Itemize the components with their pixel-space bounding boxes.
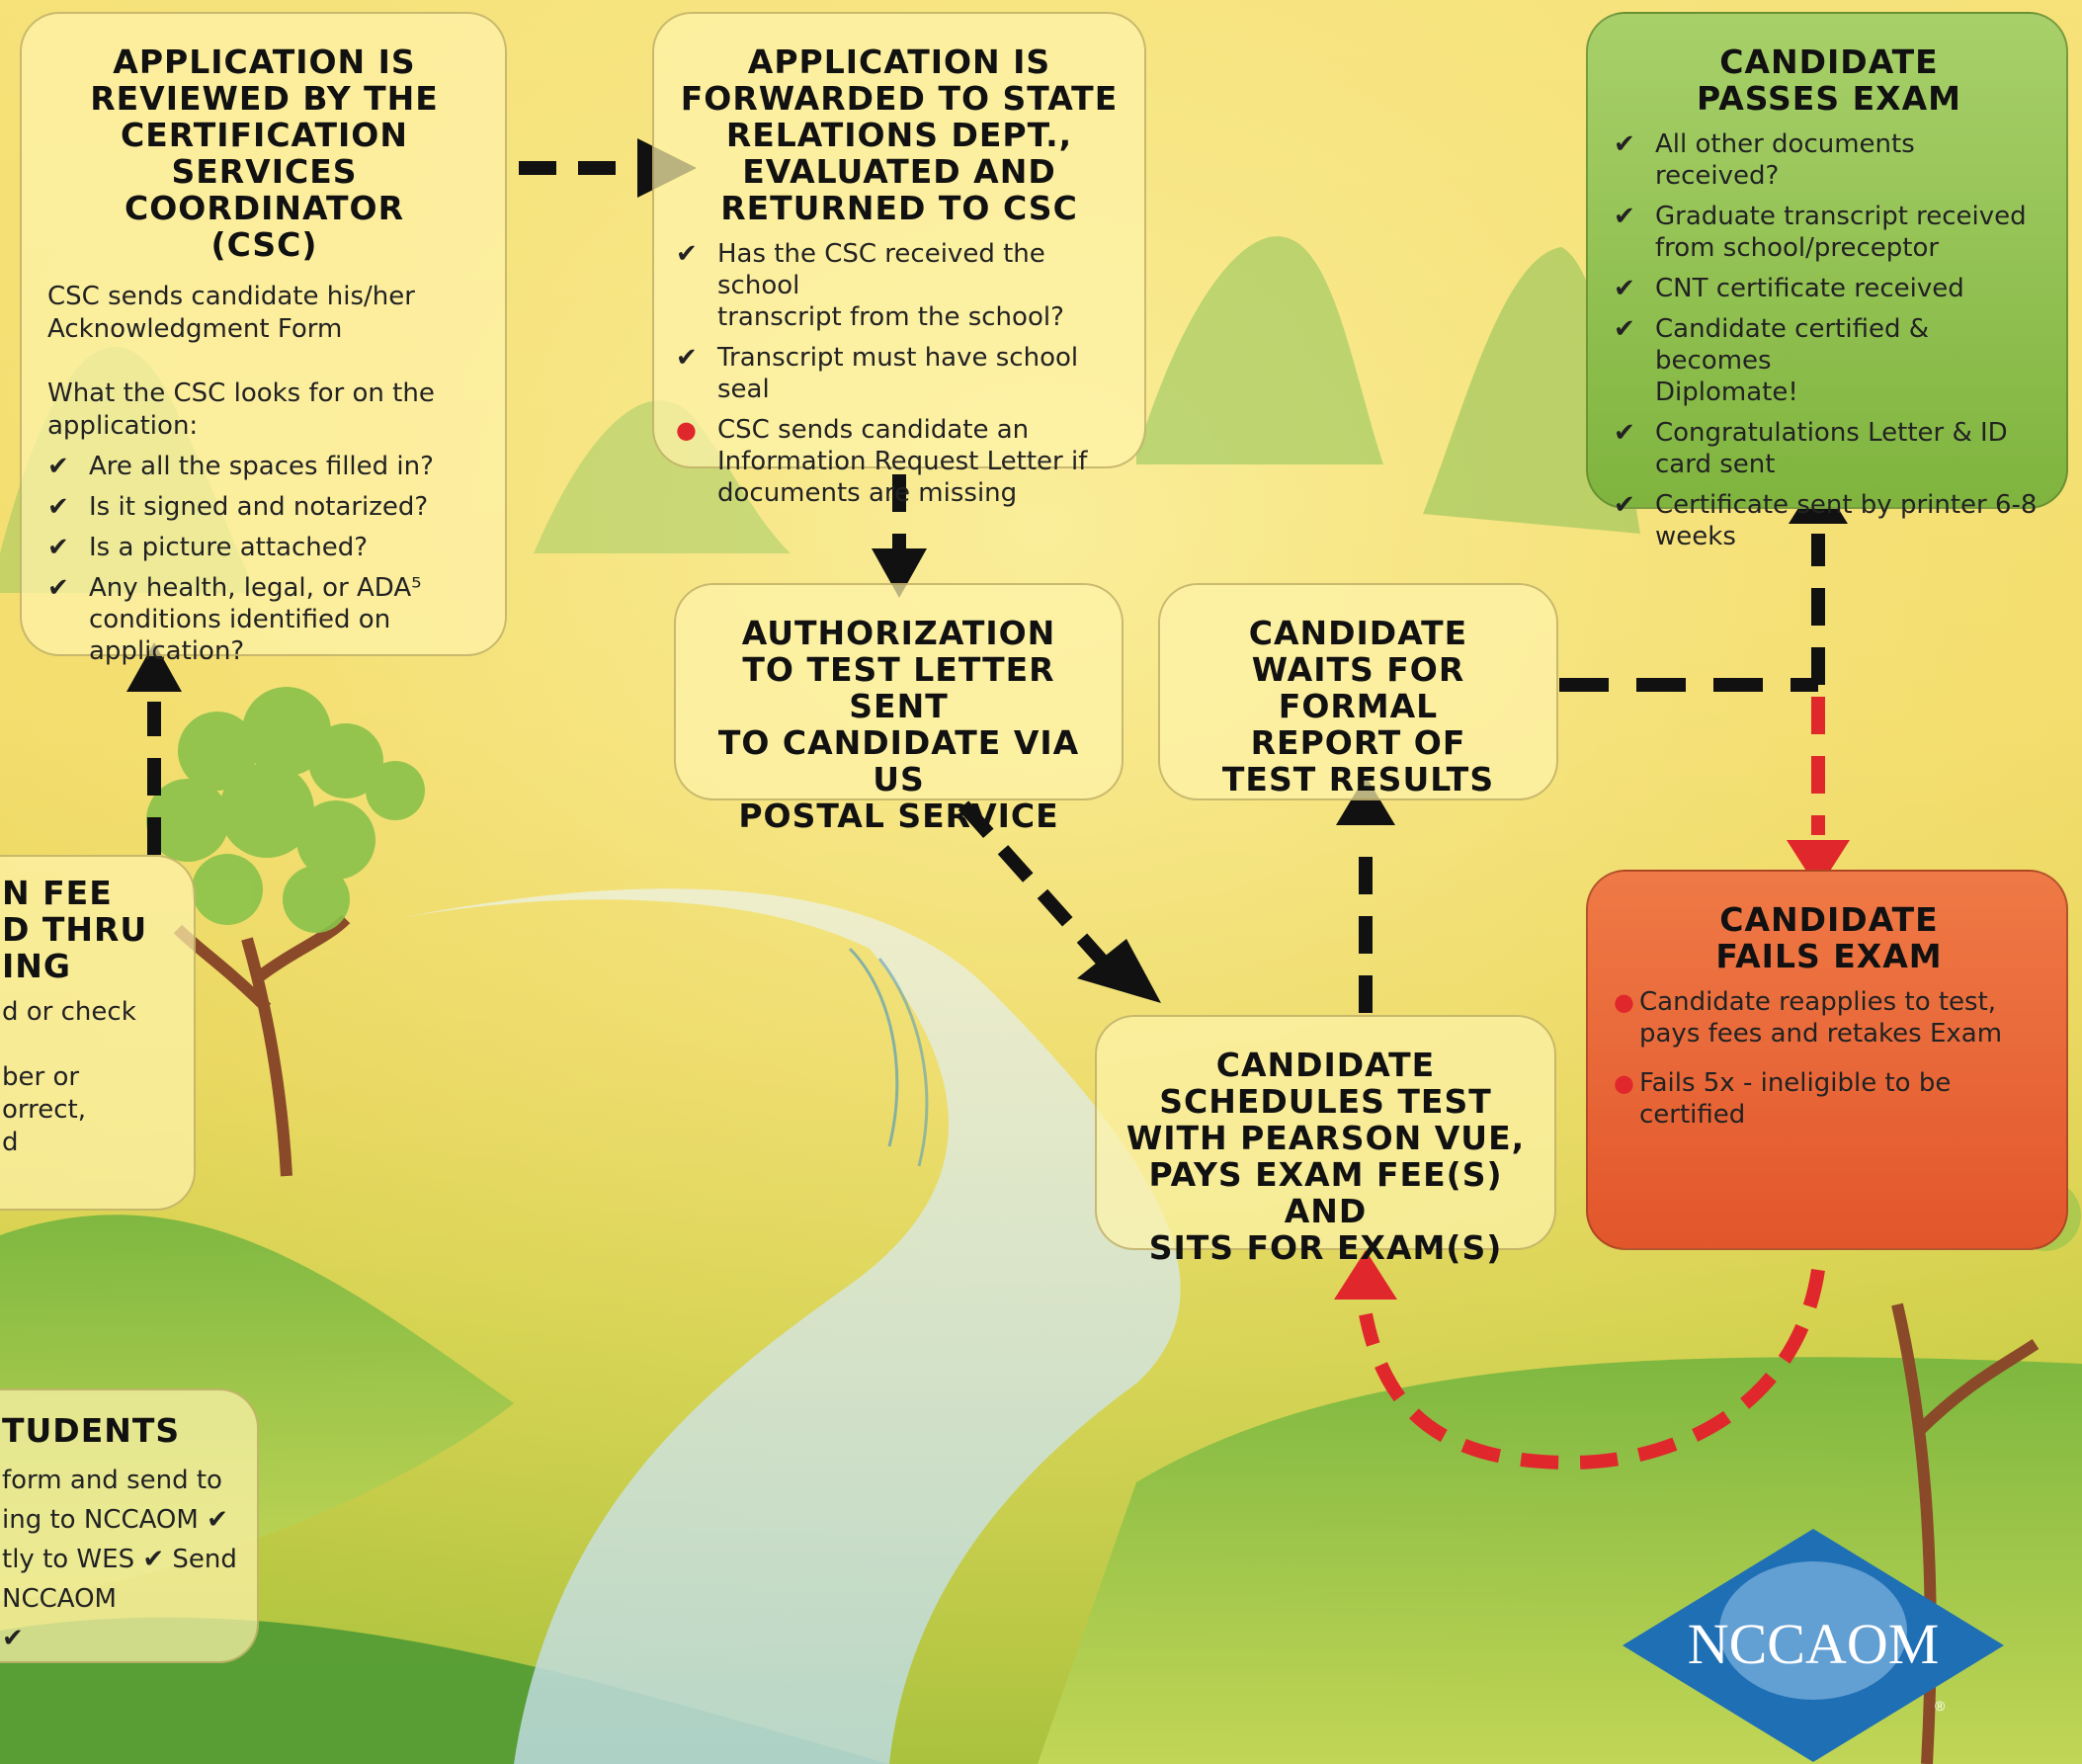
students-text-line: tly to WES ✔ Send xyxy=(2,1545,237,1574)
fee-text-line: d xyxy=(2,1128,19,1157)
checklist-item: ✔All other documents received? xyxy=(1614,129,1915,191)
alert-item: ●CSC sends candidate an Information Requ… xyxy=(676,415,1088,508)
check-icon: ✔ xyxy=(47,452,69,481)
step-csc-review-paragraph: CSC sends candidate his/her Acknowledgme… xyxy=(47,282,415,344)
red-dot-icon: ● xyxy=(676,416,697,444)
alert-item: ●Fails 5x - ineligible to be certified xyxy=(1614,1068,1952,1130)
step-candidate-fails-title: CANDIDATE FAILS EXAM xyxy=(1715,900,1943,975)
checklist-item: ✔Is it signed and notarized? xyxy=(47,492,429,522)
check-icon: ✔ xyxy=(676,343,698,373)
fee-text-line: orrect, xyxy=(2,1095,87,1125)
step-application-fee: N FEE D THRU ING d or check ber or orrec… xyxy=(0,855,196,1211)
step-foreign-students-body: form and send to ing to NCCAOM ✔ tly to … xyxy=(2,1461,241,1658)
step-foreign-students: TUDENTS form and send to ing to NCCAOM ✔… xyxy=(0,1388,259,1663)
step-foreign-students-title: TUDENTS xyxy=(2,1411,181,1450)
fee-text-line: d or check xyxy=(2,997,136,1027)
step-csc-review-checklist: ✔Are all the spaces filled in? ✔Is it si… xyxy=(47,451,481,667)
checklist-item: ✔Graduate transcript received from schoo… xyxy=(1614,202,2027,263)
step-candidate-schedules-title: CANDIDATE SCHEDULES TEST WITH PEARSON VU… xyxy=(1125,1046,1526,1267)
arrowhead-state-to-authorization xyxy=(872,548,927,598)
registered-mark: ® xyxy=(1935,1698,1946,1714)
checklist-item: ✔Has the CSC received the school transcr… xyxy=(676,239,1064,332)
nccaom-logo-diamond: NCCAOM ® xyxy=(1623,1529,2004,1762)
nccaom-logo-text: NCCAOM xyxy=(1688,1612,1940,1676)
step-candidate-fails-list: ●Candidate reapplies to test, pays fees … xyxy=(1614,986,2044,1131)
check-icon: ✔ xyxy=(1614,490,1635,520)
students-text-line: NCCAOM xyxy=(2,1584,117,1614)
step-candidate-schedules: CANDIDATE SCHEDULES TEST WITH PEARSON VU… xyxy=(1095,1015,1556,1266)
step-application-fee-body: d or check ber or orrect, d xyxy=(2,996,178,1159)
checklist-item: ✔Is a picture attached? xyxy=(47,533,369,562)
arrowhead-schedules-to-waits xyxy=(1336,776,1395,825)
fee-text-line xyxy=(2,1029,178,1061)
alert-item: ●Candidate reapplies to test, pays fees … xyxy=(1614,987,2003,1049)
step-authorization-letter-title: AUTHORIZATION TO TEST LETTER SENT TO CAN… xyxy=(717,614,1080,835)
step-application-fee-title: N FEE D THRU ING xyxy=(2,874,148,985)
check-icon: ✔ xyxy=(47,533,69,562)
step-csc-review-body: CSC sends candidate his/her Acknowledgme… xyxy=(47,281,481,667)
arrow-fails-to-schedules xyxy=(1359,1268,1825,1470)
step-candidate-fails: CANDIDATE FAILS EXAM ●Candidate reapplie… xyxy=(1586,870,2068,1250)
step-authorization-letter: AUTHORIZATION TO TEST LETTER SENT TO CAN… xyxy=(674,583,1124,834)
checklist-item: ✔Any health, legal, or ADA⁵ conditions i… xyxy=(47,573,422,666)
checklist-item: ✔Certificate sent by printer 6-8 weeks xyxy=(1614,490,2038,551)
step-candidate-passes: CANDIDATE PASSES EXAM ✔All other documen… xyxy=(1586,12,2068,551)
red-dot-icon: ● xyxy=(1614,1069,1634,1097)
arrowhead-junction-to-fails xyxy=(1787,840,1850,889)
check-icon: ✔ xyxy=(47,492,69,522)
arrowhead-fee-to-csc xyxy=(126,642,182,692)
step-csc-review: APPLICATION IS REVIEWED BY THE CERTIFICA… xyxy=(20,12,507,666)
checklist-item: ✔Are all the spaces filled in? xyxy=(47,452,434,481)
arrow-authorization-to-schedules xyxy=(958,800,1111,968)
students-text-line: form and send to xyxy=(2,1466,222,1495)
step-candidate-waits-title: CANDIDATE WAITS FOR FORMAL REPORT OF TES… xyxy=(1221,614,1495,798)
check-icon: ✔ xyxy=(1614,202,1635,231)
step-state-relations: APPLICATION IS FORWARDED TO STATE RELATI… xyxy=(652,12,1146,508)
step-candidate-passes-title: CANDIDATE PASSES EXAM xyxy=(1697,42,1961,118)
check-icon: ✔ xyxy=(47,573,69,603)
step-csc-review-criteria-intro: What the CSC looks for on the applicatio… xyxy=(47,378,435,441)
checklist-item: ✔Congratulations Letter & ID card sent xyxy=(1614,418,2008,479)
step-state-relations-title: APPLICATION IS FORWARDED TO STATE RELATI… xyxy=(680,42,1119,227)
nccaom-logo: NCCAOM ® xyxy=(1621,1527,2006,1764)
step-candidate-waits: CANDIDATE WAITS FOR FORMAL REPORT OF TES… xyxy=(1158,583,1558,800)
step-state-relations-checklist: ✔Has the CSC received the school transcr… xyxy=(676,238,1123,509)
checklist-item: ✔Transcript must have school seal xyxy=(676,343,1079,404)
students-text-line: ing to NCCAOM ✔ xyxy=(2,1505,228,1535)
step-csc-review-title: APPLICATION IS REVIEWED BY THE CERTIFICA… xyxy=(90,42,439,264)
check-icon: ✔ xyxy=(1614,314,1635,344)
checklist-item: ✔Candidate certified & becomes Diplomate… xyxy=(1614,314,1929,407)
check-icon: ✔ xyxy=(1614,129,1635,159)
fee-text-line: ber or xyxy=(2,1062,80,1092)
check-icon: ✔ xyxy=(1614,274,1635,303)
check-icon: ✔ xyxy=(676,239,698,269)
check-icon: ✔ xyxy=(1614,418,1635,448)
students-text-line: ✔ xyxy=(2,1624,24,1653)
arrowhead-fails-to-schedules xyxy=(1334,1250,1397,1300)
step-candidate-passes-checklist: ✔All other documents received? ✔Graduate… xyxy=(1614,128,2044,552)
arrowhead-authorization-to-schedules xyxy=(1077,939,1161,1003)
red-dot-icon: ● xyxy=(1614,988,1634,1016)
checklist-item: ✔CNT certificate received xyxy=(1614,274,1964,303)
